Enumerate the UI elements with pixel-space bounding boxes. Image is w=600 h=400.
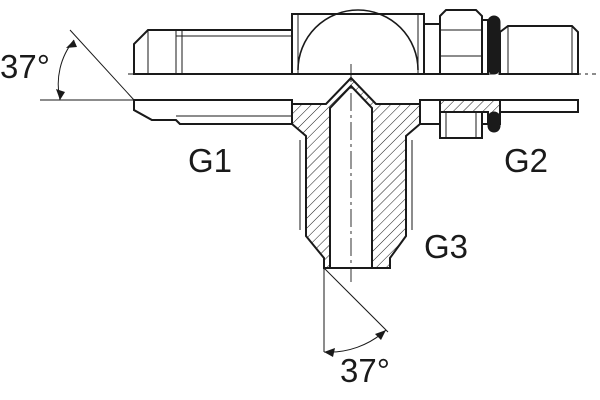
fitting-exterior-upper: [133, 9, 579, 75]
fitting-section-lower: [133, 76, 579, 269]
angle-dimension-left: [40, 29, 135, 101]
port-label-g2: G2: [504, 142, 548, 179]
port-label-g3: G3: [424, 228, 468, 265]
angle-label-bottom: 37°: [340, 352, 390, 389]
port-label-g1: G1: [188, 142, 232, 179]
angle-dimension-bottom: [323, 267, 389, 357]
center-lines: [128, 64, 596, 282]
angle-label-left: 37°: [0, 48, 50, 85]
